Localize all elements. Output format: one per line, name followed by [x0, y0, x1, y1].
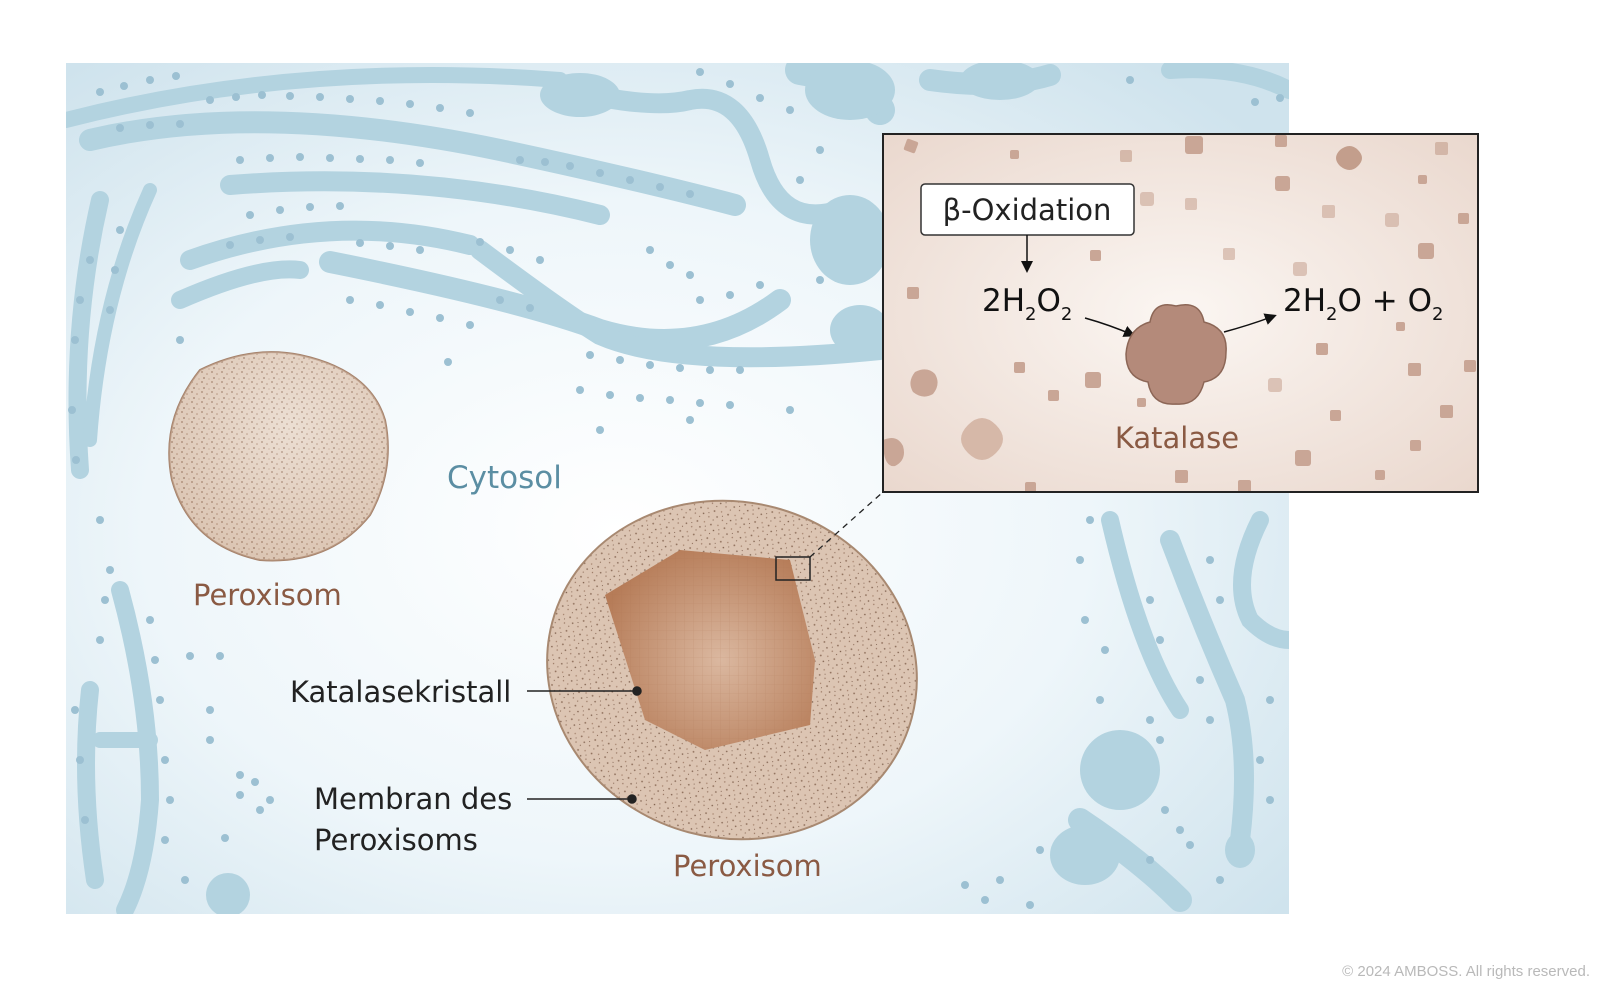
- substrate-formula: 2H2O2: [982, 283, 1072, 325]
- zoom-connector: [809, 491, 884, 558]
- ribosomes: [68, 68, 1284, 909]
- small-peroxisome: [168, 351, 389, 562]
- zoom-box: [775, 556, 811, 581]
- leader-lines: [527, 686, 642, 804]
- small-peroxisome-label: Peroxisom: [193, 578, 342, 612]
- cytosol-label: Cytosol: [447, 460, 562, 496]
- product-formula: 2H2O + O2: [1283, 283, 1443, 325]
- membrane-label-line2: Peroxisoms: [314, 823, 478, 857]
- copyright-notice: © 2024 AMBOSS. All rights reserved.: [1342, 963, 1590, 980]
- catalase-label: Katalase: [1115, 421, 1239, 455]
- large-peroxisome-label: Peroxisom: [673, 849, 822, 883]
- catalase-inset: β-Oxidation 2H2O2 Katalase 2H2O + O2: [882, 133, 1479, 493]
- large-peroxisome: [546, 491, 918, 841]
- catalase-crystal-label: Katalasekristall: [290, 675, 511, 709]
- beta-oxidation-label: β-Oxidation: [943, 193, 1112, 227]
- membrane-label-line1: Membran des: [314, 782, 512, 816]
- er-tubules-left: [77, 581, 160, 914]
- inset-particles: [903, 135, 1476, 492]
- catalase-enzyme: [1125, 304, 1227, 405]
